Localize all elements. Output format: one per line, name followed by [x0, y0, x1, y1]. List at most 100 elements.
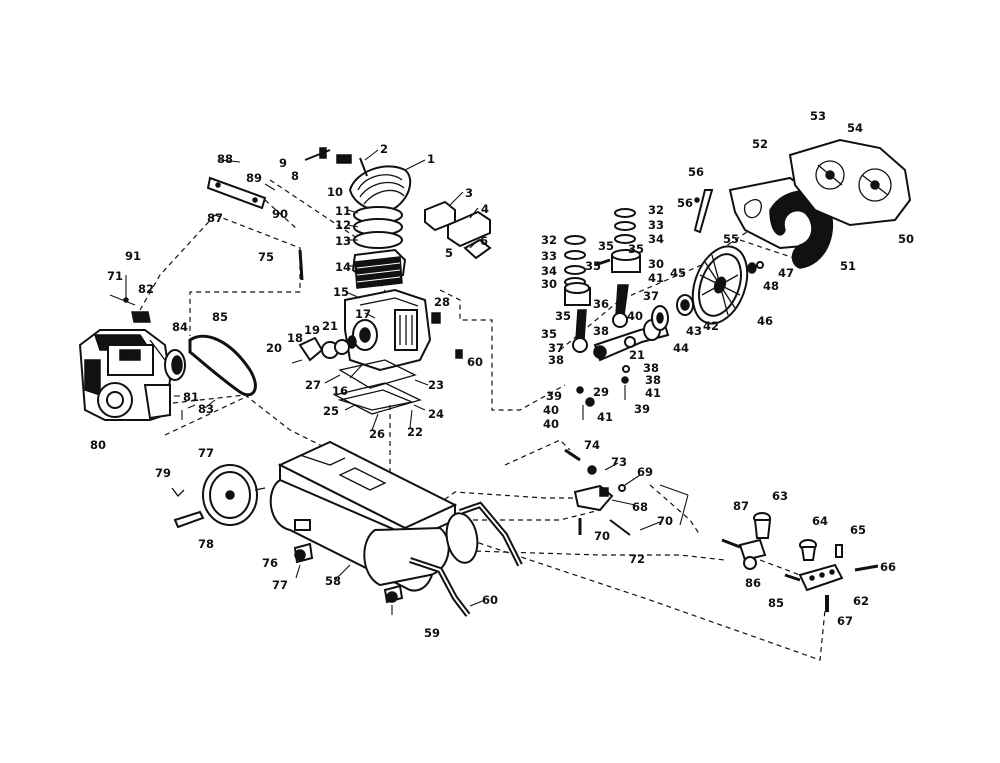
callout: 39 [546, 389, 562, 403]
callout: 50 [898, 232, 914, 246]
drain-rod [298, 249, 304, 281]
callout: 44 [673, 341, 689, 355]
callout: 17 [355, 307, 371, 321]
wheel [202, 464, 266, 526]
callout: 70 [594, 529, 610, 543]
callout: 35 [628, 242, 644, 256]
callout: 78 [198, 537, 214, 551]
callout: 41 [645, 386, 661, 400]
crank-hardware [576, 365, 630, 420]
crankcase [344, 288, 432, 372]
callout: 62 [853, 594, 869, 608]
callout: 29 [593, 385, 609, 399]
callout: 70 [657, 514, 673, 528]
callout: 54 [847, 121, 863, 135]
callout: 41 [648, 271, 664, 285]
drive-belt [188, 334, 257, 397]
callout: 30 [648, 257, 664, 271]
callout: 42 [703, 319, 719, 333]
callout: 6 [480, 234, 488, 248]
callout: 77 [272, 578, 288, 592]
callout: 79 [155, 466, 171, 480]
callout: 19 [304, 323, 320, 337]
callout: 85 [768, 596, 784, 610]
callout: 14 [335, 260, 351, 274]
callout: 80 [90, 438, 106, 452]
callout: 21 [322, 319, 338, 333]
callout: 46 [757, 314, 773, 328]
head-bolts [304, 147, 368, 177]
callout: 41 [597, 410, 613, 424]
callout: 59 [424, 626, 440, 640]
intake-filter [424, 200, 492, 260]
cylinder-head-gaskets [353, 206, 403, 249]
callout: 38 [548, 353, 564, 367]
callout: 63 [772, 489, 788, 503]
callout: 76 [262, 556, 278, 570]
callout: 15 [333, 285, 349, 299]
callout: 26 [369, 427, 385, 441]
callout: 25 [323, 404, 339, 418]
callout: 84 [172, 320, 188, 334]
callout: 9 [279, 156, 287, 170]
callout: 85 [212, 310, 228, 324]
callout: 52 [752, 137, 768, 151]
callout: 33 [541, 249, 557, 263]
callout: 56 [677, 196, 693, 210]
callout: 71 [107, 269, 123, 283]
callout: 81 [183, 390, 199, 404]
manifold [784, 539, 879, 612]
callout: 23 [428, 378, 444, 392]
callout: 88 [217, 152, 233, 166]
callout: 55 [723, 232, 739, 246]
callout: 35 [598, 239, 614, 253]
pressure-switch [564, 448, 631, 536]
bearing-plate [651, 294, 694, 331]
callout: 30 [541, 277, 557, 291]
callout: 38 [645, 373, 661, 387]
engine-mount-plate [206, 176, 267, 210]
callout: 1 [427, 152, 435, 166]
handle [409, 501, 523, 617]
callout: 11 [335, 204, 351, 218]
axle [171, 487, 205, 529]
callout: 12 [335, 218, 351, 232]
callout: 77 [198, 446, 214, 460]
callout: 65 [850, 523, 866, 537]
callout: 34 [541, 264, 557, 278]
callout: 66 [880, 560, 896, 574]
callout: 35 [541, 327, 557, 341]
callout: 67 [837, 614, 853, 628]
callout: 45 [670, 266, 686, 280]
callout-labels: 1 3 4 5 6 2 8 9 10 11 12 13 14 15 16 17 … [90, 109, 914, 640]
pump-side-parts [291, 312, 463, 364]
belt-guard-cover [788, 138, 912, 227]
callout: 86 [745, 576, 761, 590]
callout: 40 [543, 417, 559, 431]
piston-assembly [564, 208, 641, 306]
callout: 38 [643, 361, 659, 375]
callout: 3 [465, 186, 473, 200]
callout: 73 [611, 455, 627, 469]
callout: 13 [335, 234, 351, 248]
flywheel [691, 245, 749, 325]
tank-feet [293, 542, 404, 615]
engine-hardware [109, 159, 276, 420]
callout: 8 [291, 169, 299, 183]
callout: 74 [584, 438, 600, 452]
callout: 43 [686, 324, 702, 338]
callout: 53 [810, 109, 826, 123]
callout: 40 [627, 309, 643, 323]
callout: 60 [482, 593, 498, 607]
callout: 24 [428, 407, 444, 421]
callout: 56 [688, 165, 704, 179]
callout: 22 [407, 425, 423, 439]
callout: 36 [593, 297, 609, 311]
tank [269, 440, 479, 592]
callout: 51 [840, 259, 856, 273]
callout: 32 [648, 203, 664, 217]
callout: 37 [643, 289, 659, 303]
callout: 35 [585, 259, 601, 273]
callout: 38 [593, 324, 609, 338]
